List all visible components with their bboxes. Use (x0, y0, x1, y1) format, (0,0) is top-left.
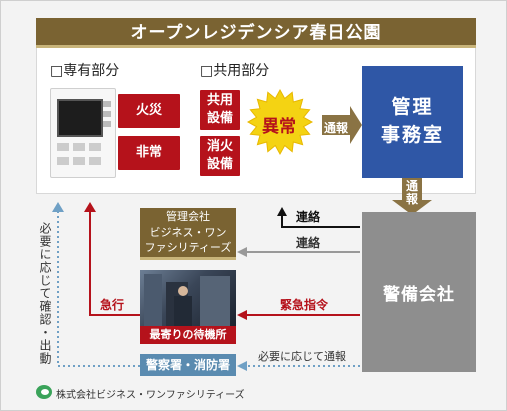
fire-alarm-box: 火災 (118, 94, 180, 128)
report-arrow (322, 106, 362, 144)
security-company-box: 警備会社 (362, 212, 476, 372)
diagram-title: オープンレジデンシア春日公園 (36, 18, 476, 48)
common-area-label: □共用部分 (200, 63, 270, 79)
report-down-label: 通 報 (406, 179, 419, 206)
person-head (178, 286, 188, 296)
rush-line (89, 212, 140, 316)
contact-label-top: 連絡 (296, 210, 321, 224)
fire-extinguishing-equipment-box: 消火 設備 (200, 136, 240, 176)
intercom-screen (57, 99, 103, 137)
emergency-order-label: 緊急指令 (280, 298, 329, 312)
management-office-box: 管理 事務室 (362, 66, 463, 178)
intercom-panel (50, 88, 116, 178)
person-body (174, 296, 192, 326)
common-equipment-box: 共用 設備 (200, 90, 240, 130)
report-if-needed-head (237, 361, 247, 371)
report-label: 通報 (324, 121, 349, 135)
waiting-station-label: 最寄りの待機所 (140, 326, 236, 344)
rush-label: 急行 (100, 298, 125, 312)
staff-photo (140, 270, 236, 326)
contact-arrow-up-line (281, 215, 360, 228)
report-down-arrow (392, 178, 432, 215)
emergency-alarm-box: 非常 (118, 136, 180, 170)
private-area-label: □専有部分 (50, 63, 120, 79)
rush-head (84, 202, 96, 212)
contact-label-mgmt: 連絡 (296, 236, 321, 250)
confirm-dispatch-head (52, 202, 64, 212)
police-fire-box: 警察署・消防署 (140, 354, 236, 376)
company-logo-icon (36, 385, 52, 399)
footer-company-name: 株式会社ビジネス・ワンファシリティーズ (56, 390, 245, 401)
report-if-needed-label: 必要に応じて通報 (258, 350, 346, 363)
emergency-order-head (237, 310, 247, 320)
management-company-box: 管理会社 ビジネス・ワン ファシリティーズ (140, 208, 236, 260)
confirm-dispatch-label: 必要に応じて確認・出動 (38, 222, 52, 365)
contact-arrow-up-head (277, 207, 287, 216)
anomaly-label: 異常 (262, 117, 296, 137)
confirm-dispatch-line (57, 212, 140, 367)
anomaly-starburst (246, 88, 314, 156)
contact-arrow-mgmt-head (237, 247, 247, 257)
